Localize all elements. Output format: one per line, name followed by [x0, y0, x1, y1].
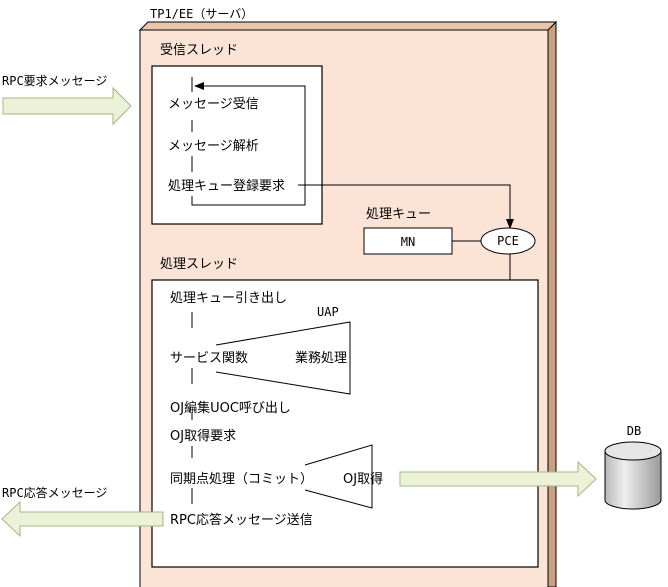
sync-point: 同期点処理（コミット） — [170, 472, 313, 487]
uap-label: UAP — [317, 305, 339, 319]
enqueue-arrow — [298, 184, 514, 229]
proc-thread-title: 処理スレッド — [160, 257, 238, 272]
server-label: TP1/EE（サーバ） — [150, 7, 253, 21]
rpc-request-label: RPC要求メッセージ — [2, 74, 107, 88]
mn-label: MN — [401, 235, 415, 249]
service-func: サービス関数 — [170, 351, 248, 366]
rpc-response-label: RPC応答メッセージ — [2, 485, 107, 500]
oj-get: OJ取得 — [343, 471, 383, 487]
recv-thread-title: 受信スレッド — [160, 43, 238, 58]
rpc-request-arrow — [2, 86, 132, 126]
server-box-shadow — [547, 20, 557, 587]
commit-funnel — [304, 444, 373, 509]
proc-dequeue: 処理キュー引き出し — [170, 291, 287, 306]
proc-thread-box — [151, 279, 539, 568]
db-cylinder-top — [604, 441, 662, 461]
oj-request: OJ取得要求 — [170, 428, 236, 444]
recv-step-receive: メッセージ受信 — [168, 97, 259, 112]
uap-funnel — [215, 321, 351, 395]
recv-thread-box — [151, 65, 323, 225]
db-cylinder — [604, 451, 662, 510]
send-response: RPC応答メッセージ送信 — [170, 512, 313, 528]
queue-title: 処理キュー — [366, 207, 431, 222]
rpc-response-arrow — [1, 500, 164, 538]
pce-node — [480, 227, 536, 255]
recv-step-parse: メッセージ解析 — [168, 139, 259, 154]
oj-edit-uoc: OJ編集UOC呼び出し — [170, 400, 291, 416]
business-process: 業務処理 — [295, 350, 347, 366]
pce-label: PCE — [497, 234, 519, 248]
db-label: DB — [627, 424, 641, 438]
mn-box — [363, 227, 453, 255]
oj-to-db-arrow — [399, 460, 597, 498]
recv-step-enqueue: 処理キュー登録要求 — [168, 179, 285, 194]
recv-loop-arrow — [191, 82, 306, 206]
server-box-top — [138, 21, 558, 31]
